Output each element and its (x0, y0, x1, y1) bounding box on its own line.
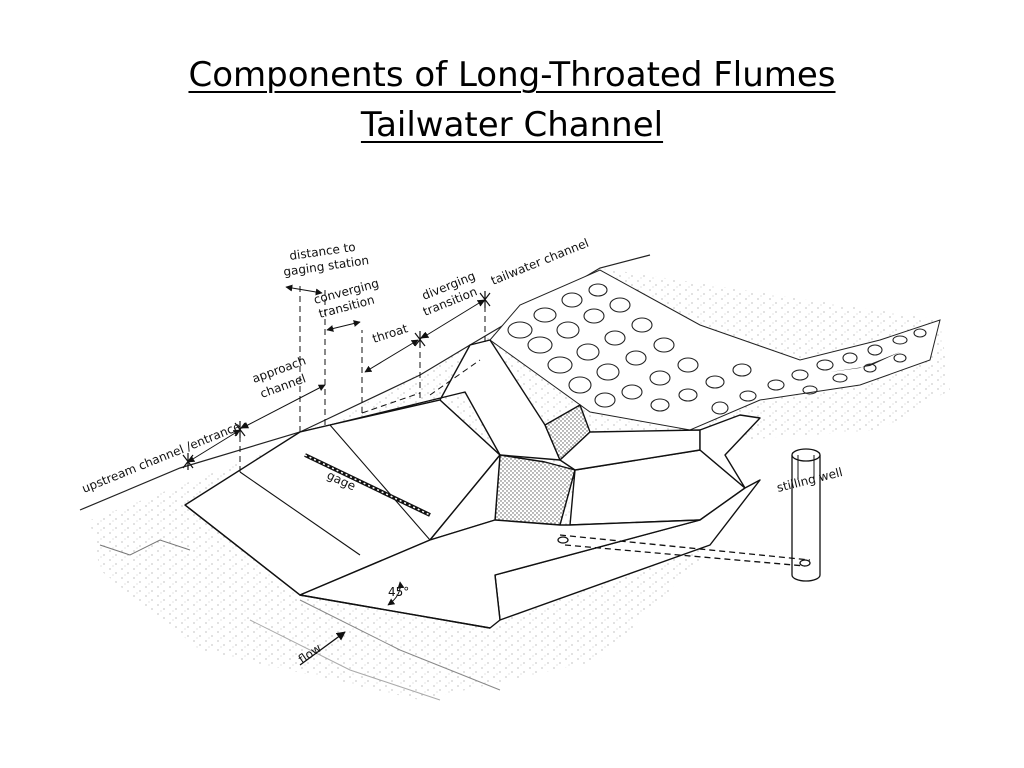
stilling-well (557, 448, 821, 582)
label-angle: 45° (388, 585, 409, 599)
dimension-lines (187, 284, 486, 666)
label-throat: throat (371, 321, 410, 346)
dimension-ticks (182, 291, 491, 470)
slide-title: Components of Long-Throated Flumes (188, 55, 836, 95)
slide-subtitle: Tailwater Channel (360, 105, 664, 145)
label-tailwater-channel: tailwater channel (489, 236, 591, 288)
